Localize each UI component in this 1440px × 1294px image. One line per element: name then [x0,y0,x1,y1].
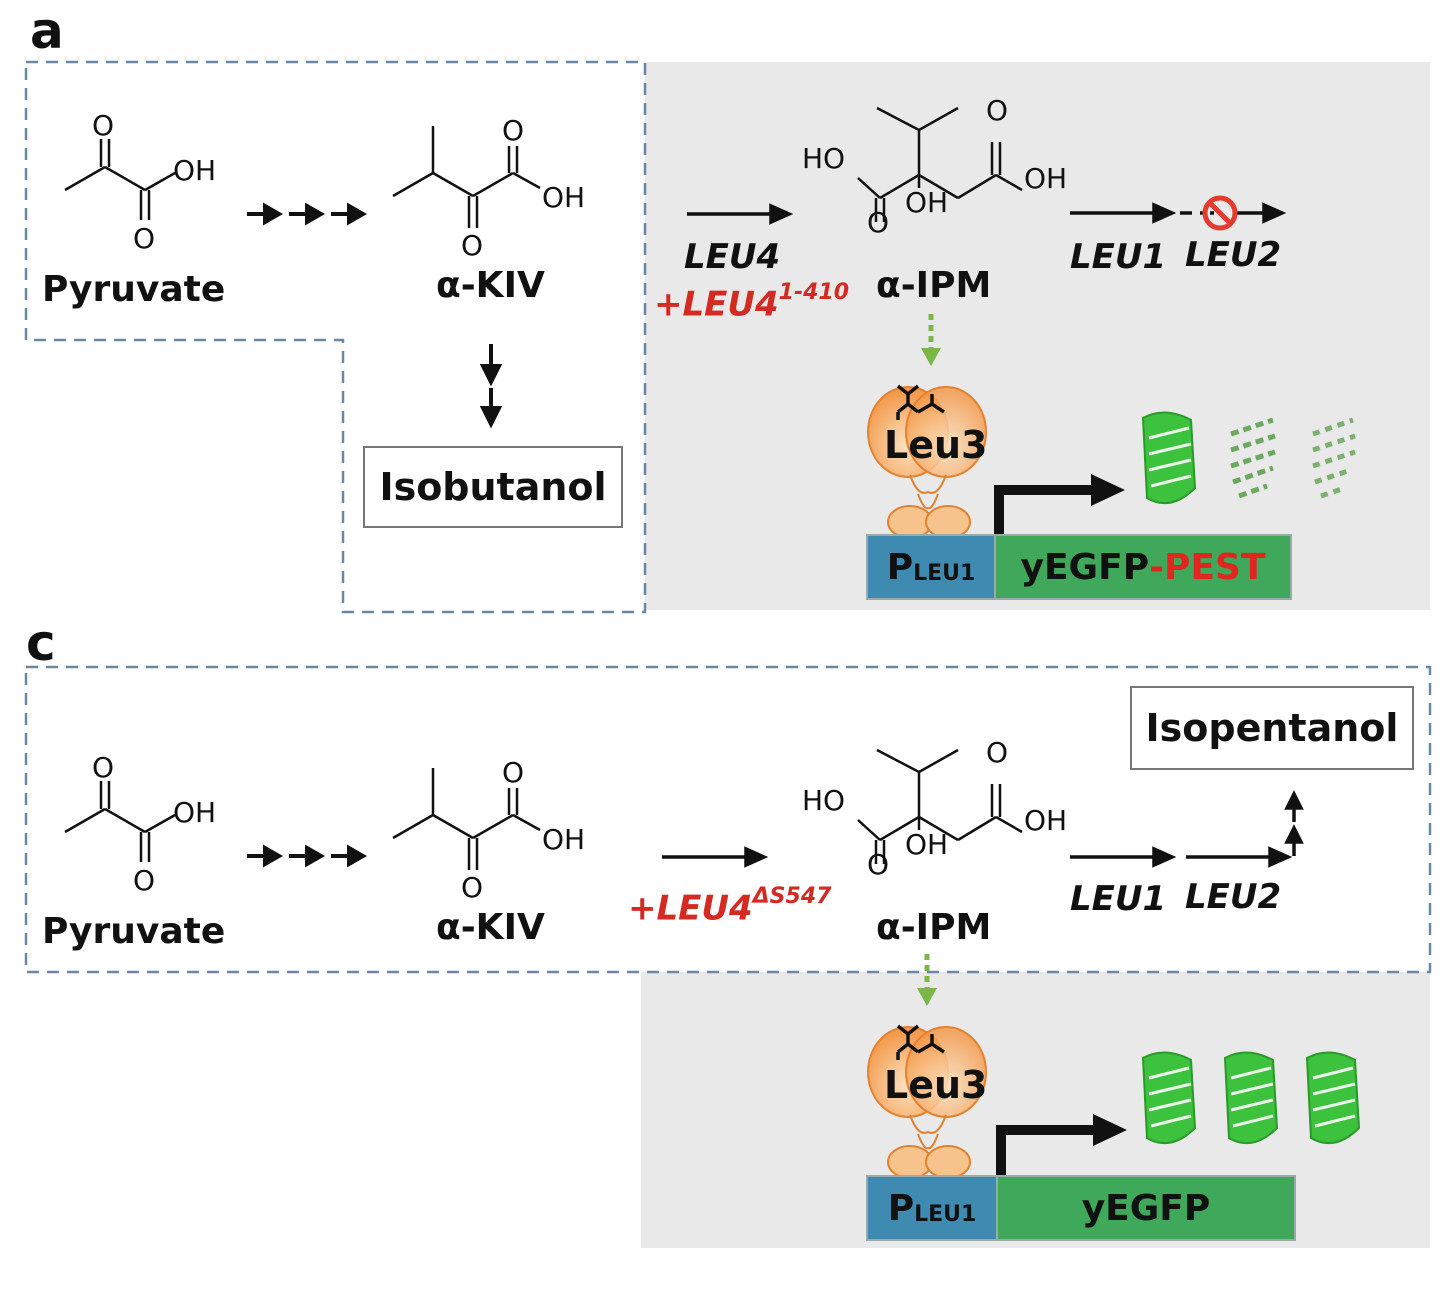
pyruvate-label: Pyruvate [42,269,226,310]
atom-o: O [133,222,155,255]
ipm-label: α-IPM [876,265,992,306]
atom-o: O [986,94,1008,127]
pyruvate-structure-a: O OH O [64,109,216,255]
gfp-protein-icon [1305,1051,1361,1145]
plus-sign: + [628,888,657,929]
atom-ho: HO [802,142,845,175]
atom-oh: OH [173,796,216,829]
effector-arrow-c [917,954,937,1006]
plus-sign: + [654,284,683,325]
leu3-regulator-a: Leu3 [867,384,987,539]
pyruvate-structure-c: O OH O [64,751,216,897]
transcription-arrow-c [996,1114,1127,1176]
atom-oh: OH [1024,162,1067,195]
pest-tag-label: -PEST [1149,546,1266,588]
atom-o: O [461,229,483,262]
pyruvate-label: Pyruvate [42,911,226,952]
isobutanol-box: Isobutanol [363,446,623,528]
atom-oh: OH [905,186,948,219]
atom-o: O [92,751,114,784]
atom-o: O [133,864,155,897]
multi-step-arrows-c [247,844,368,868]
isopentanol-box: Isopentanol [1130,686,1414,770]
leu3-regulator-c: Leu3 [867,1024,987,1179]
atom-o: O [867,848,889,881]
leu1-leu2-arrows-a [1070,195,1287,231]
atom-o: O [502,114,524,147]
atom-o: O [92,109,114,142]
reporter-yegfp-pest: yEGFP-PEST [994,534,1292,600]
reporter-label: yEGFP [1020,546,1150,588]
promoter-subscript: LEU1 [914,1201,977,1227]
isobutanol-arrows [479,344,503,429]
ipm-ligand-icon [896,384,945,420]
ipm-structure-c: HO O OH OH O [802,736,1067,881]
ipm-label: α-IPM [876,907,992,948]
atom-oh: OH [173,154,216,187]
reporter-yegfp: yEGFP [996,1175,1296,1241]
gfp-protein-icon [1141,1051,1197,1145]
atom-o: O [986,736,1008,769]
gene-leu2: LEU2 [1185,235,1282,275]
gfp-protein-icon [1141,411,1197,505]
atom-o: O [461,871,483,904]
pathway-outline-a [24,60,647,614]
gene-leu1: LEU1 [1070,237,1167,277]
atom-ho: HO [802,784,845,817]
allele-superscript: ΔS547 [752,884,832,909]
kiv-structure-a: O OH O [392,114,585,262]
ipm-structure-a: HO O OH OH O [802,94,1067,239]
leu4-arrow-c [662,846,769,868]
promoter-label: P [886,546,914,588]
gene-leu1: LEU1 [1070,879,1167,919]
pathway-outline-c [24,665,1432,974]
gene-name: LEU4 [656,888,753,929]
atom-oh: OH [542,823,585,856]
gfp-proteins-c [1141,1051,1361,1145]
panel-letter-a: a [30,2,64,60]
gfp-degraded-icon [1312,417,1356,499]
promoter-subscript: LEU1 [913,560,976,586]
kiv-label: α-KIV [436,907,545,948]
gfp-proteins-a [1141,411,1356,505]
gfp-degraded-icon [1230,417,1276,499]
leu1-leu2-arrows-c [1070,790,1304,868]
blocked-icon [1202,195,1238,231]
gfp-protein-icon [1223,1051,1279,1145]
ipm-ligand-icon [896,1024,945,1060]
leu4-arrow-a [687,203,794,225]
kiv-label: α-KIV [436,265,545,306]
effector-arrow-a [921,314,941,366]
multi-step-arrows-a [247,202,368,226]
regulation-background-a [645,62,1430,610]
gene-leu2: LEU2 [1185,877,1282,917]
gene-leu4-truncated: +LEU41-410 [654,282,849,325]
atom-oh: OH [905,828,948,861]
allele-superscript: 1-410 [778,280,850,305]
atom-o: O [867,206,889,239]
gene-leu4-feedback-resistant: +LEU4ΔS547 [628,886,831,929]
kiv-structure-c: O OH O [392,756,585,904]
gene-leu4: LEU4 [684,237,781,277]
transcription-arrow-a [994,474,1125,536]
atom-o: O [502,756,524,789]
gene-name: LEU4 [682,284,779,325]
reporter-label: yEGFP [1081,1187,1211,1229]
atom-oh: OH [542,181,585,214]
promoter-label: P [887,1187,915,1229]
leu3-label: Leu3 [884,423,987,467]
panel-letter-c: c [26,614,56,672]
atom-oh: OH [1024,804,1067,837]
leu3-label: Leu3 [884,1063,987,1107]
